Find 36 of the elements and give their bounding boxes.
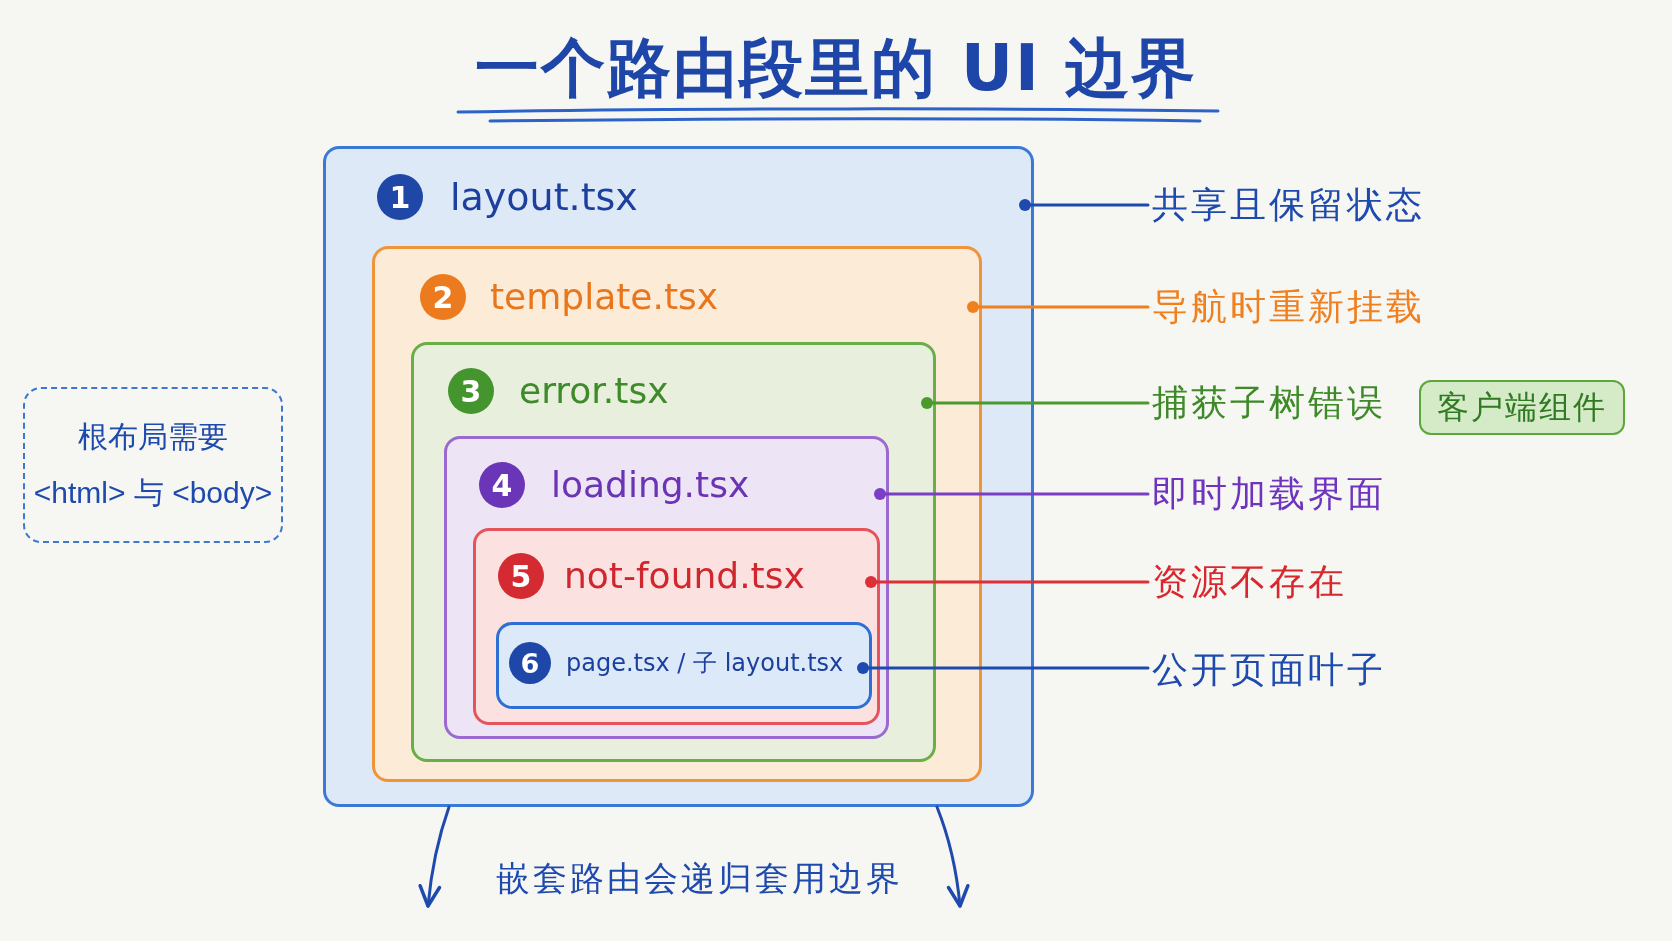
leader-line xyxy=(921,397,1150,409)
arrow xyxy=(418,805,451,908)
tag-pill: 客户端组件 xyxy=(1419,380,1625,435)
leader-line xyxy=(967,301,1150,313)
leader-line xyxy=(865,576,1150,588)
note-box: 根布局需要 <html> 与 <body> xyxy=(23,387,283,543)
boundary-box xyxy=(411,342,936,762)
number-badge: 4 xyxy=(479,462,525,508)
boundary-box xyxy=(323,146,1034,807)
number-badge: 2 xyxy=(420,274,466,320)
file-name: template.tsx xyxy=(490,275,719,319)
annotation-text: 导航时重新挂载 xyxy=(1152,283,1425,331)
annotation-text: 即时加载界面 xyxy=(1152,470,1386,518)
annotation-text: 捕获子树错误 xyxy=(1152,379,1386,427)
title: 一个路由段里的 UI 边界 xyxy=(474,30,1198,107)
file-name: layout.tsx xyxy=(450,174,638,221)
number-badge: 1 xyxy=(377,174,423,220)
number-badge: 3 xyxy=(448,368,494,414)
boundary-box xyxy=(444,436,889,739)
annotation-text: 资源不存在 xyxy=(1152,558,1347,606)
leader-line xyxy=(874,488,1150,500)
number-badge: 5 xyxy=(498,553,544,599)
file-name: page.tsx / 子 layout.tsx xyxy=(566,648,844,679)
file-name: error.tsx xyxy=(519,369,669,413)
file-name: loading.tsx xyxy=(551,463,750,507)
boundary-box xyxy=(372,246,982,782)
boundary-box xyxy=(496,622,872,709)
annotation-text: 共享且保留状态 xyxy=(1152,181,1425,229)
file-name: not-found.tsx xyxy=(564,554,805,598)
leader-line xyxy=(857,662,1150,674)
annotation-text: 公开页面叶子 xyxy=(1152,646,1386,694)
note-text: 嵌套路由会递归套用边界 xyxy=(495,857,903,900)
arrow xyxy=(935,805,970,908)
number-badge: 6 xyxy=(509,642,551,684)
leader-line xyxy=(1019,199,1150,211)
boundary-box xyxy=(473,528,880,725)
